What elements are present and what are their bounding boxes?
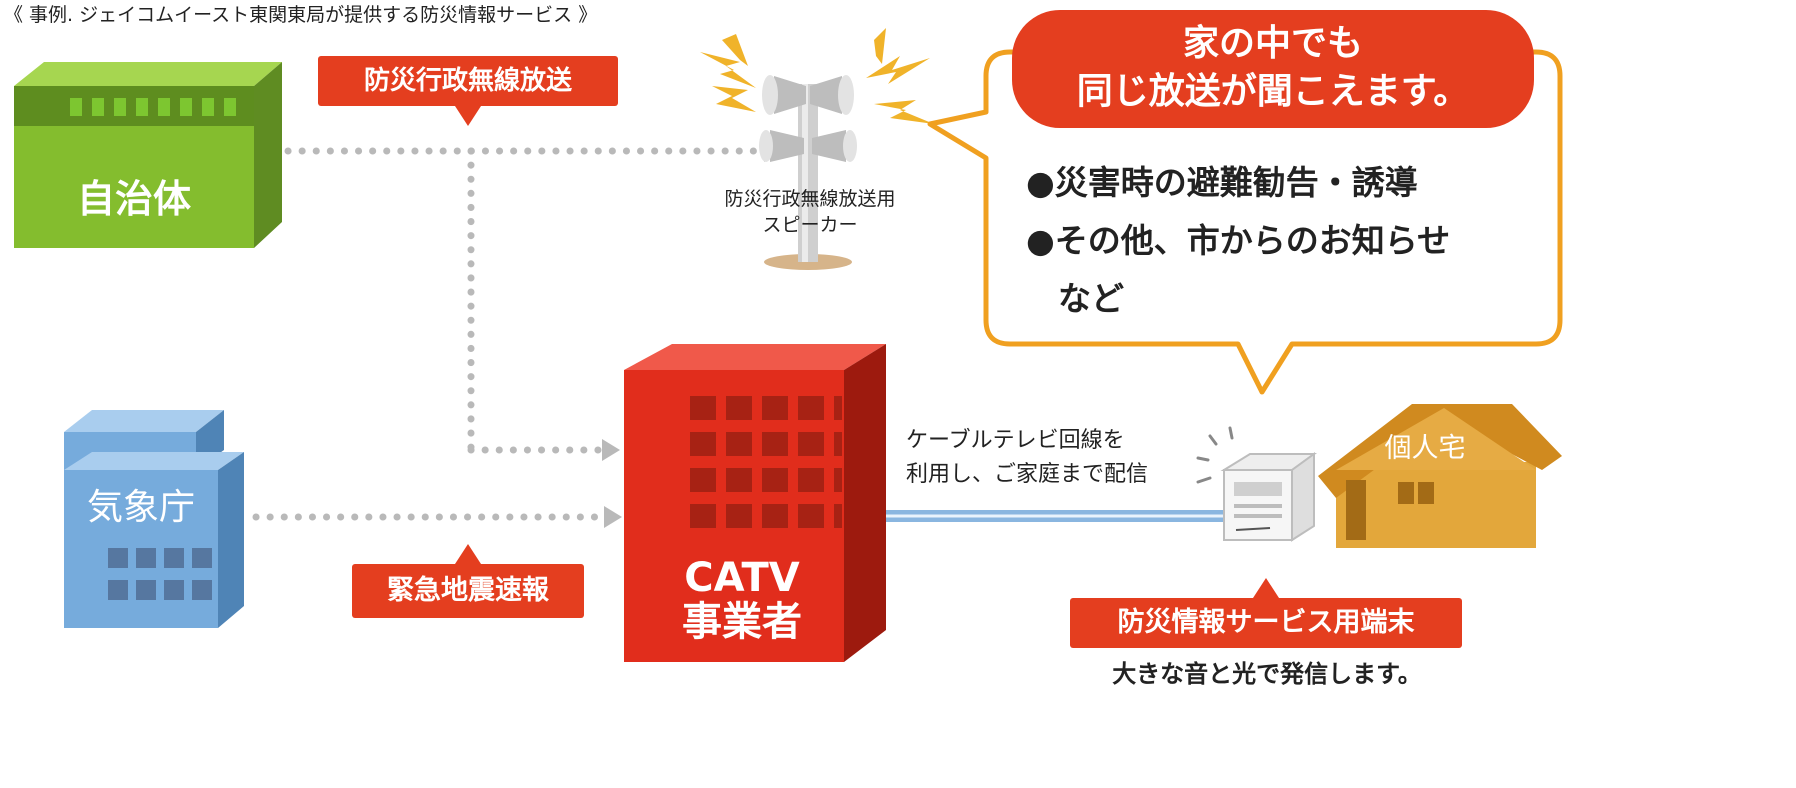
sound-bolt-icons	[700, 28, 934, 124]
speech-bubble	[927, 10, 1563, 395]
catv-operator-line1: CATV	[684, 555, 800, 601]
bubble-heading-line2: 同じ放送が聞こえます。	[1076, 71, 1470, 112]
bubble-heading: 家の中でも 同じ放送が聞こえます。	[1012, 20, 1534, 116]
radio-broadcast-tag: 防災行政無線放送	[318, 56, 618, 126]
jma-building	[64, 410, 244, 628]
bubble-item-evacuation: ●災害時の避難勧告・誘導	[1026, 163, 1418, 202]
diagram-graphics	[14, 10, 1563, 662]
jma-label: 気象庁	[86, 487, 195, 528]
bubble-item-etc: など	[1058, 279, 1124, 318]
home-label: 個人宅	[1384, 433, 1466, 464]
speaker-caption-line1: 防災行政無線放送用	[724, 188, 896, 210]
cable-delivery-text: ケーブルテレビ回線を 利用し、ご家庭まで配信	[906, 424, 1148, 492]
cable-delivery-line1: ケーブルテレビ回線を	[906, 428, 1125, 453]
terminal-device-icon	[1196, 426, 1318, 542]
speaker-pole-icon	[759, 75, 857, 270]
earthquake-alert-tag: 緊急地震速報	[352, 544, 584, 618]
flow-jma-to-catv	[252, 506, 622, 528]
municipality-building	[14, 62, 282, 248]
house-icon	[1318, 404, 1562, 548]
cable-delivery-line2: 利用し、ご家庭まで配信	[906, 462, 1149, 487]
flow-municipality-to-speaker	[284, 140, 782, 162]
catv-operator-line2: 事業者	[682, 599, 802, 645]
diagram-caption: 《 事例. ジェイコムイースト東関東局が提供する防災情報サービス 》	[4, 4, 598, 26]
terminal-caption: 大きな音と光で発信します。	[1112, 660, 1422, 688]
bubble-item-notices: ●その他、市からのお知らせ	[1026, 221, 1451, 260]
catv-building	[624, 344, 886, 662]
disaster-info-diagram: 《 事例. ジェイコムイースト東関東局が提供する防災情報サービス 》 自治体 気…	[4, 4, 1563, 688]
speaker-caption-line2: スピーカー	[762, 214, 858, 236]
flow-branch-to-catv	[467, 147, 620, 461]
municipality-label: 自治体	[76, 177, 191, 221]
terminal-tag: 防災情報サービス用端末	[1070, 578, 1462, 648]
bubble-heading-line1: 家の中でも	[1182, 23, 1363, 64]
catv-operator-label: CATV 事業者	[640, 556, 844, 644]
speaker-caption: 防災行政無線放送用 スピーカー	[692, 186, 928, 238]
bubble-items: ●災害時の避難勧告・誘導 ●その他、市からのお知らせ など	[1026, 154, 1450, 328]
